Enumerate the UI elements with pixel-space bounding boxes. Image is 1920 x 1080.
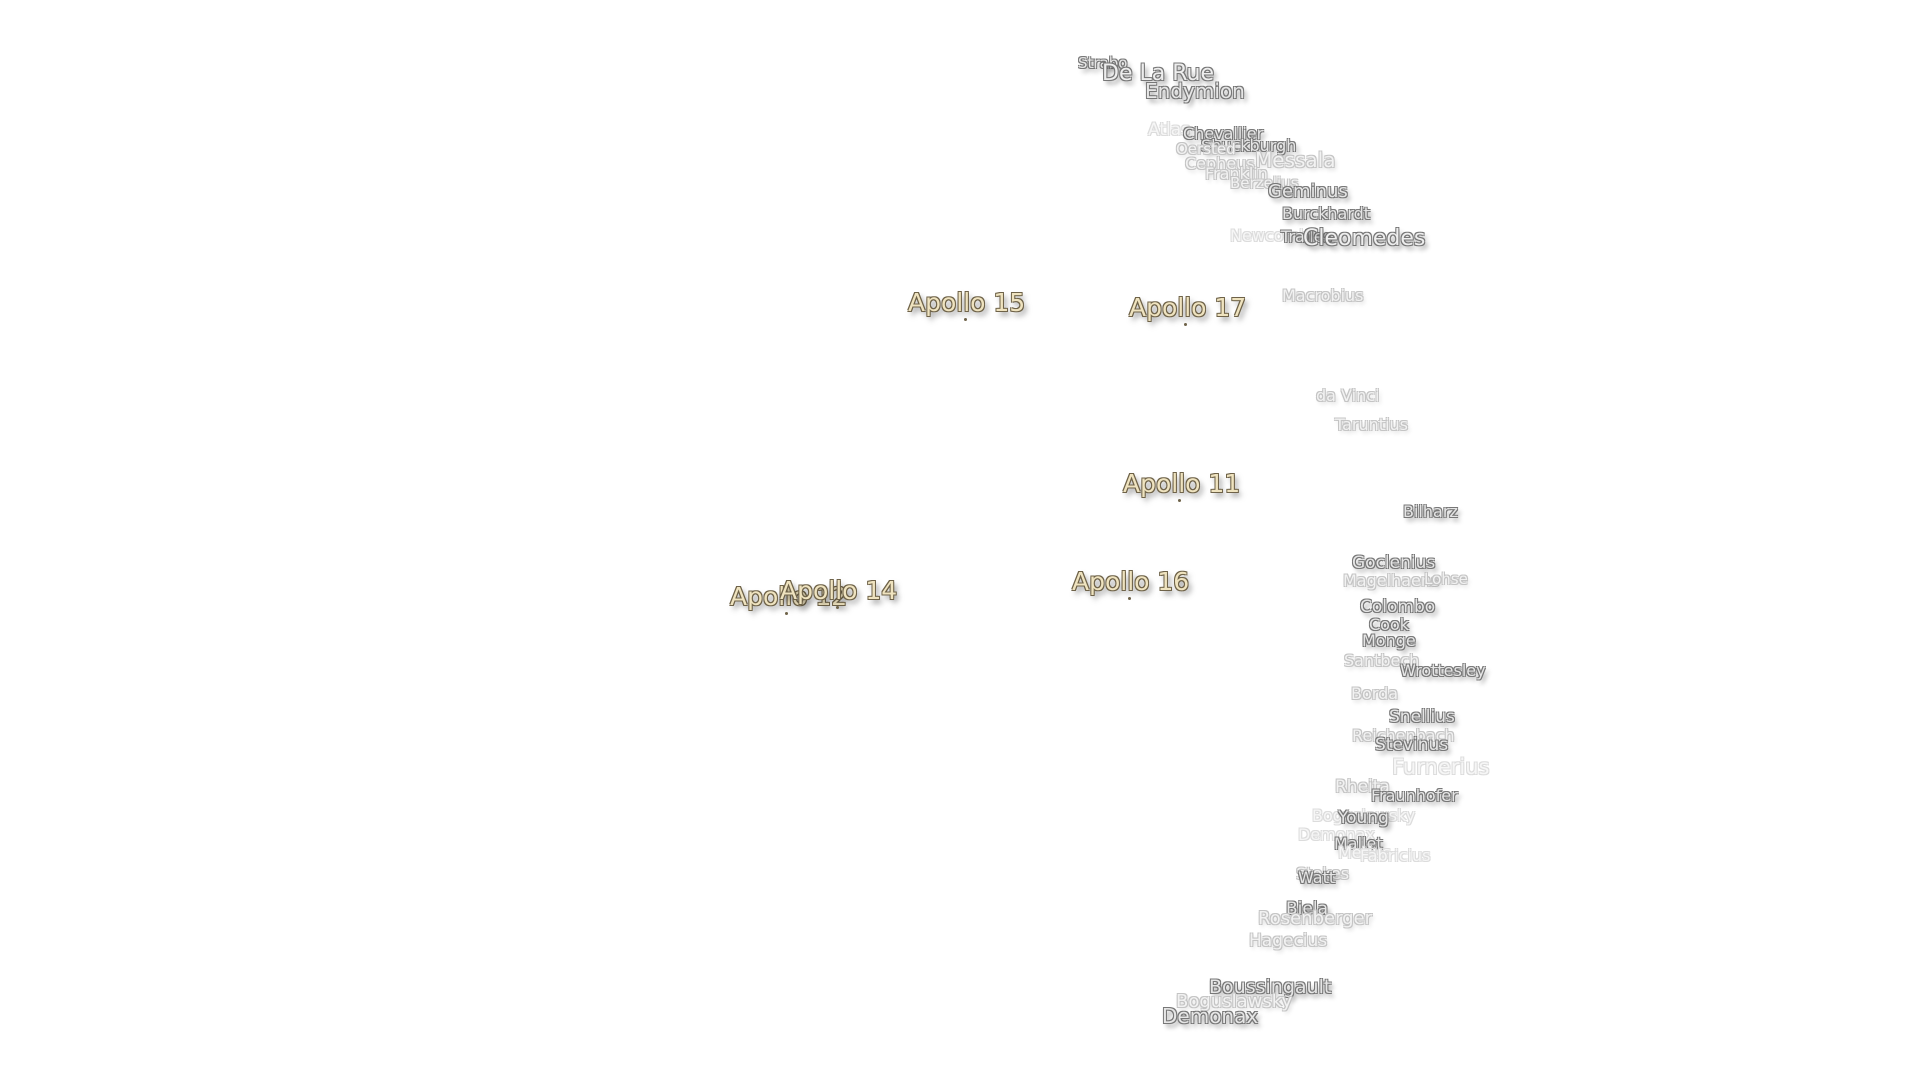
crater-label-shuckburgh: Shuckburgh: [1201, 136, 1297, 155]
crater-label-hagecius: Hagecius: [1249, 931, 1328, 951]
apollo-15-marker[interactable]: [964, 318, 967, 321]
crater-label-oersted: Oersted: [1176, 140, 1236, 158]
apollo-17-label[interactable]: Apollo 17: [1129, 293, 1247, 322]
apollo-12-label[interactable]: Apollo 12: [730, 582, 848, 611]
crater-label-young: Young: [1338, 808, 1389, 828]
apollo-15-label[interactable]: Apollo 15: [908, 288, 1026, 317]
crater-label-de-la-rue: De La Rue: [1102, 61, 1214, 86]
crater-label-bilharz: Bilharz: [1403, 502, 1458, 521]
apollo-11-marker[interactable]: [1178, 499, 1181, 502]
apollo-16-label[interactable]: Apollo 16: [1072, 567, 1190, 596]
crater-label-magelhaens: Magelhaens: [1343, 571, 1440, 590]
crater-label-chevallier: Chevallier: [1183, 124, 1264, 143]
crater-label-janssen: Fabricius: [1360, 846, 1431, 865]
crater-label-newcomb: Newcomb: [1230, 226, 1310, 245]
crater-label-metius: Boguslawsky: [1312, 806, 1416, 825]
apollo-14-label[interactable]: Apollo 14: [780, 576, 898, 605]
crater-label-lohse: Lohse: [1424, 570, 1468, 588]
crater-label-biela: Biela: [1286, 899, 1328, 919]
crater-label-cook: Cook: [1369, 615, 1410, 634]
crater-label-da-vinci: da Vinci: [1316, 386, 1380, 405]
crater-label-goclenius: Goclenius: [1352, 553, 1436, 573]
apollo-16-marker[interactable]: [1128, 597, 1131, 600]
crater-label-franklin: Franklin: [1205, 164, 1268, 183]
crater-label-demonax: Demonax: [1162, 1004, 1259, 1028]
crater-label-geminus: Geminus: [1268, 181, 1348, 202]
apollo-11-label[interactable]: Apollo 11: [1123, 469, 1241, 498]
crater-label-reichenbach: Reichenbach: [1352, 726, 1455, 745]
crater-label-boguslawsky: Boguslawsky: [1176, 991, 1293, 1012]
crater-label-furnerius: Furnerius: [1392, 755, 1490, 779]
crater-label-stokes: Stokes: [1296, 864, 1350, 883]
crater-label-rosenberger: Rosenberger: [1258, 908, 1373, 929]
crater-label-tralles: Tralles: [1281, 227, 1332, 246]
crater-label-messala: Messala: [1255, 148, 1336, 172]
crater-label-stevinus: Stevinus: [1375, 735, 1449, 755]
crater-label-boussingault: Boussingault: [1209, 976, 1332, 998]
crater-label-berzelius: Berzelius: [1230, 174, 1299, 192]
crater-label-santbech: Santbech: [1344, 651, 1420, 670]
crater-label-watt: Watt: [1298, 868, 1336, 887]
crater-label-burckhardt: Burckhardt: [1282, 204, 1371, 223]
crater-label-borda: Borda: [1351, 684, 1399, 703]
crater-label-atlas: Atlas: [1148, 120, 1190, 140]
crater-label-vega: Metius: [1338, 843, 1391, 862]
crater-label-cepheus: Cepheus: [1185, 154, 1255, 173]
crater-label-fabricius: Demonax: [1298, 825, 1375, 844]
crater-label-macrobius: Macrobius: [1282, 286, 1364, 305]
apollo-12-marker[interactable]: [785, 612, 788, 615]
apollo-17-marker[interactable]: [1184, 323, 1187, 326]
crater-label-monge: Monge: [1362, 631, 1416, 650]
crater-label-colombo: Colombo: [1360, 597, 1436, 617]
crater-label-mallet: Mallet: [1334, 834, 1383, 853]
crater-label-cleomedes: Cleomedes: [1303, 226, 1426, 251]
crater-label-taruntius: Taruntius: [1335, 415, 1408, 434]
crater-label-snellius: Snellius: [1389, 707, 1455, 727]
crater-label-wrottesley: Wrottesley: [1400, 661, 1486, 680]
crater-label-rheita: Rheita: [1335, 777, 1390, 797]
crater-label-endymion: Endymion: [1145, 79, 1245, 103]
crater-label-fraunhofer: Fraunhofer: [1371, 786, 1458, 805]
apollo-14-marker[interactable]: [836, 606, 839, 609]
crater-label-strabo: Strabo: [1078, 54, 1128, 72]
